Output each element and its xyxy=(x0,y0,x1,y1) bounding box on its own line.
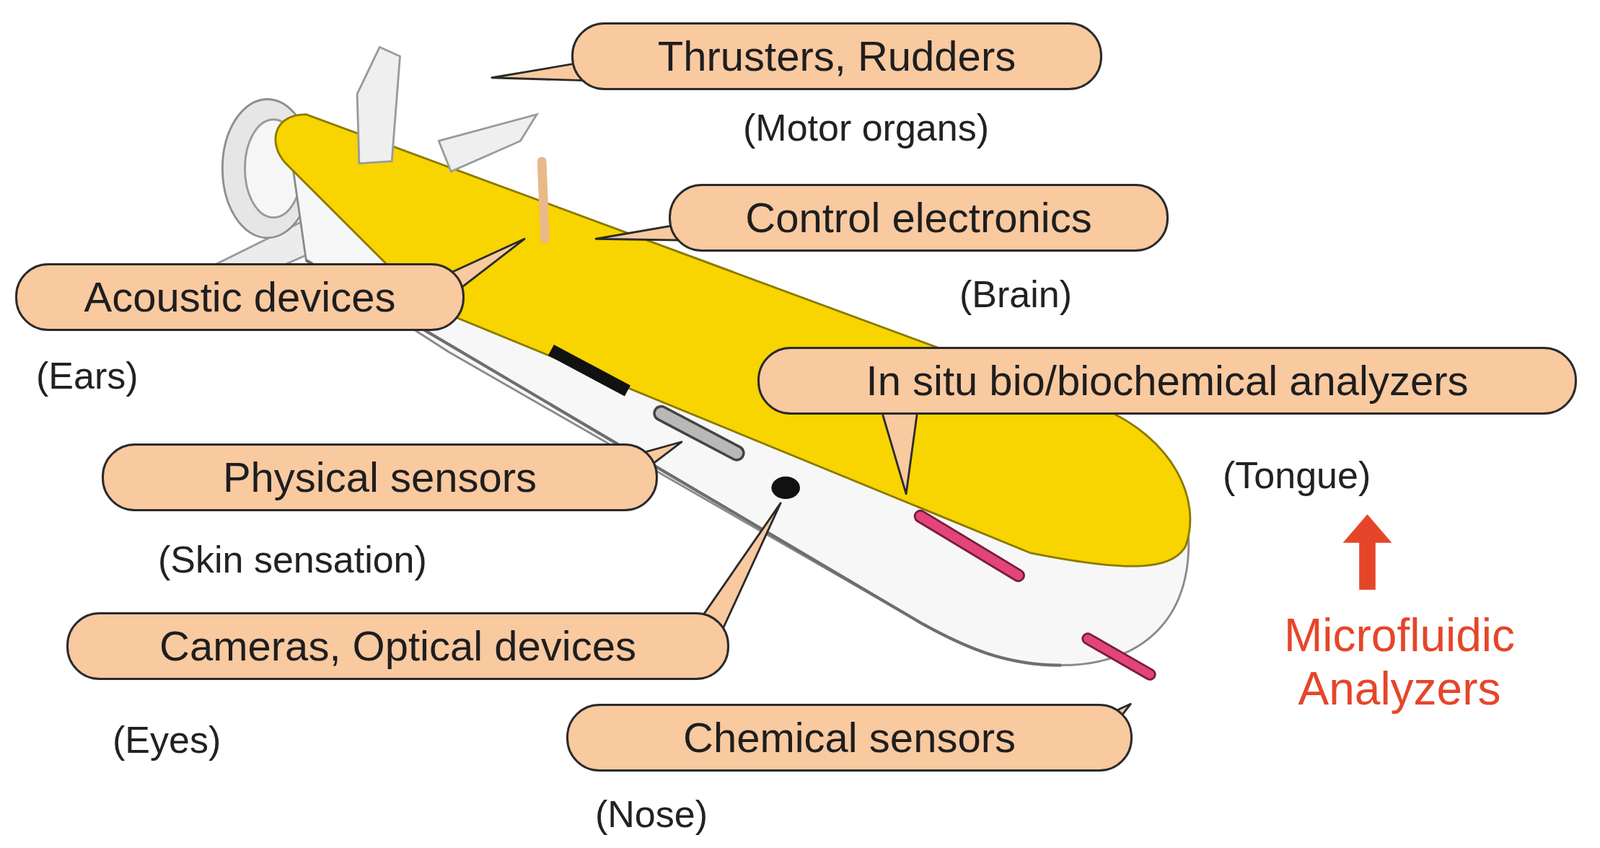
callout-text: Control electronics xyxy=(692,192,1145,244)
callout-box: Cameras, Optical devices xyxy=(66,612,730,681)
red-arrow-shaft xyxy=(1359,538,1376,591)
callout-text: Acoustic devices xyxy=(38,271,441,323)
highlight-label: Microfluidic Analyzers xyxy=(1211,609,1588,716)
callout-box: Physical sensors xyxy=(101,443,658,512)
callout-text: Cameras, Optical devices xyxy=(90,621,706,672)
camera-lens xyxy=(771,476,800,500)
callout-text: In situ bio/biochemical analyzers xyxy=(781,355,1554,407)
organ-label: (Motor organs) xyxy=(743,106,989,151)
analyzer-outline xyxy=(920,516,1019,576)
callout-box: Chemical sensors xyxy=(566,704,1133,772)
side-fin xyxy=(438,114,537,172)
callout-box: In situ bio/biochemical analyzers xyxy=(757,346,1577,415)
organ-label: (Tongue) xyxy=(1222,454,1371,498)
organ-label: (Skin sensation) xyxy=(157,538,428,583)
callout-text: Physical sensors xyxy=(125,452,635,503)
organ-label: (Nose) xyxy=(595,793,708,837)
callout-tail xyxy=(879,403,919,494)
callout-text: Chemical sensors xyxy=(590,712,1109,764)
chemical-sensor-rod xyxy=(1087,639,1150,676)
callout-box: Control electronics xyxy=(668,183,1169,252)
callout-text: Thrusters, Rudders xyxy=(595,31,1079,82)
organ-label: (Ears) xyxy=(36,354,139,399)
callout-box: Acoustic devices xyxy=(15,263,465,332)
bio-analyzer xyxy=(920,516,1019,576)
callout-box: Thrusters, Rudders xyxy=(571,22,1103,91)
organ-label: (Brain) xyxy=(959,273,1072,317)
chemical-rod-outline xyxy=(1087,639,1150,676)
sensor-strip xyxy=(551,349,628,391)
top-fin xyxy=(357,46,400,164)
red-arrow-head xyxy=(1343,514,1393,544)
organ-label: (Eyes) xyxy=(112,719,221,763)
acoustic-antenna xyxy=(541,161,545,240)
